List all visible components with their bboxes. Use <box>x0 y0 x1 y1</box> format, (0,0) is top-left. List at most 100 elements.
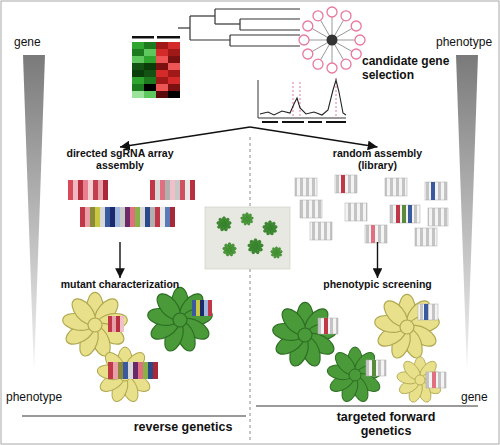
plant-array-tag <box>200 300 204 316</box>
expression-heatmap <box>144 49 156 56</box>
sgrna-array <box>140 207 145 227</box>
plant-rosette <box>326 347 384 404</box>
sgrna-array <box>98 180 103 200</box>
plant-array-tag <box>120 316 124 332</box>
flow-arrow <box>377 242 378 278</box>
step-title: phenotypic screening <box>300 278 455 290</box>
sgrna-library-hit <box>408 205 412 223</box>
plant-array-tag <box>133 362 138 379</box>
plant-array-tag <box>372 360 376 376</box>
expression-heatmap <box>156 84 168 91</box>
sgrna-array <box>95 207 100 227</box>
gene-network <box>313 11 323 21</box>
gene-network <box>303 21 313 31</box>
phylogenetic-tree <box>215 23 240 24</box>
expression-heatmap <box>144 91 156 98</box>
expression-heatmap <box>156 63 168 70</box>
expression-heatmap <box>168 84 180 91</box>
gene-network <box>341 11 351 21</box>
expression-heatmap <box>144 77 156 84</box>
divider-line <box>250 137 251 442</box>
step-title: candidate gene selection <box>362 55 454 83</box>
sgrna-library <box>310 222 332 240</box>
sgrna-library-hit <box>431 182 435 200</box>
plant-array-tag <box>113 362 118 379</box>
step-box: phenotypic screening <box>300 278 455 290</box>
sgrna-array <box>160 180 165 200</box>
phylogenetic-tree <box>178 9 300 46</box>
gene-network <box>299 35 309 45</box>
plant-array-tag <box>108 300 446 388</box>
sgrna-library <box>425 182 447 200</box>
axis-label: phenotype <box>6 391 68 405</box>
plant-rosette <box>96 347 154 404</box>
gene-network <box>313 59 323 69</box>
phylogenetic-tree <box>214 9 215 24</box>
expression-heatmap <box>168 70 180 77</box>
expression-heatmap <box>156 49 168 56</box>
plant-array-tag <box>153 362 158 379</box>
plant-array-tag <box>138 362 143 379</box>
peak-plot <box>308 121 322 123</box>
peak-plot <box>262 121 278 123</box>
expression-heatmap <box>132 63 144 70</box>
expression-heatmap <box>168 49 180 56</box>
plant-array-tag <box>324 318 328 334</box>
flow-arrow <box>119 242 120 278</box>
sgrna-library <box>415 228 437 246</box>
plant-array-tag <box>208 300 212 316</box>
sgrna-array <box>93 180 98 200</box>
expression-heatmap <box>168 63 180 70</box>
expression-heatmap <box>132 36 180 98</box>
section-title: targeted forward genetics <box>330 410 442 439</box>
expression-heatmap <box>168 42 180 49</box>
sgrna-array <box>68 180 73 200</box>
sgrna-array <box>135 207 140 227</box>
sgrna-array <box>170 180 175 200</box>
seedling-plate-photo <box>205 207 290 269</box>
sgrna-array <box>83 180 88 200</box>
sgrna-library <box>365 225 387 243</box>
phylogenetic-tree <box>230 45 300 46</box>
seedling-plate-photo <box>247 239 263 255</box>
axis-label: gene <box>14 36 64 50</box>
peak-plot <box>300 82 301 118</box>
gene-network <box>327 7 337 17</box>
sgrna-array <box>190 180 195 200</box>
sgrna-array <box>145 207 150 227</box>
plant-array-tag <box>116 316 120 332</box>
plant-array-tag <box>196 300 200 316</box>
expression-heatmap <box>156 70 168 77</box>
sgrna-library-hit <box>396 205 400 223</box>
expression-heatmap <box>132 36 154 39</box>
plant-array-tag <box>108 316 112 332</box>
plant-array-tag <box>192 300 196 316</box>
gene-network <box>351 49 361 59</box>
phylogenetic-tree <box>230 34 300 35</box>
expression-heatmap <box>168 91 180 98</box>
sgrna-array <box>170 207 175 227</box>
gene-network <box>341 59 351 69</box>
peak-plot <box>258 80 346 118</box>
phylogenetic-tree <box>229 35 230 46</box>
seedling-plate-photo <box>216 217 231 232</box>
phylogenetic-tree <box>239 19 240 30</box>
expression-heatmap <box>132 42 144 49</box>
expression-heatmap <box>156 91 168 98</box>
seedling-plate-photo <box>222 243 236 257</box>
plant-array-tag <box>108 362 113 379</box>
sgrna-array <box>110 207 115 227</box>
expression-heatmap <box>144 56 156 63</box>
expression-heatmap <box>144 70 156 77</box>
plant-array-tag <box>128 362 133 379</box>
gradient-wedge <box>23 55 45 372</box>
expression-heatmap <box>157 36 180 39</box>
plant-rosette <box>271 302 338 368</box>
gene-network <box>355 35 365 45</box>
expression-heatmap <box>132 84 144 91</box>
phylogenetic-tree <box>189 16 190 40</box>
plant-array-tag <box>204 300 208 316</box>
plant-array-tag <box>123 362 128 379</box>
section-title: reverse genetics <box>118 420 248 434</box>
